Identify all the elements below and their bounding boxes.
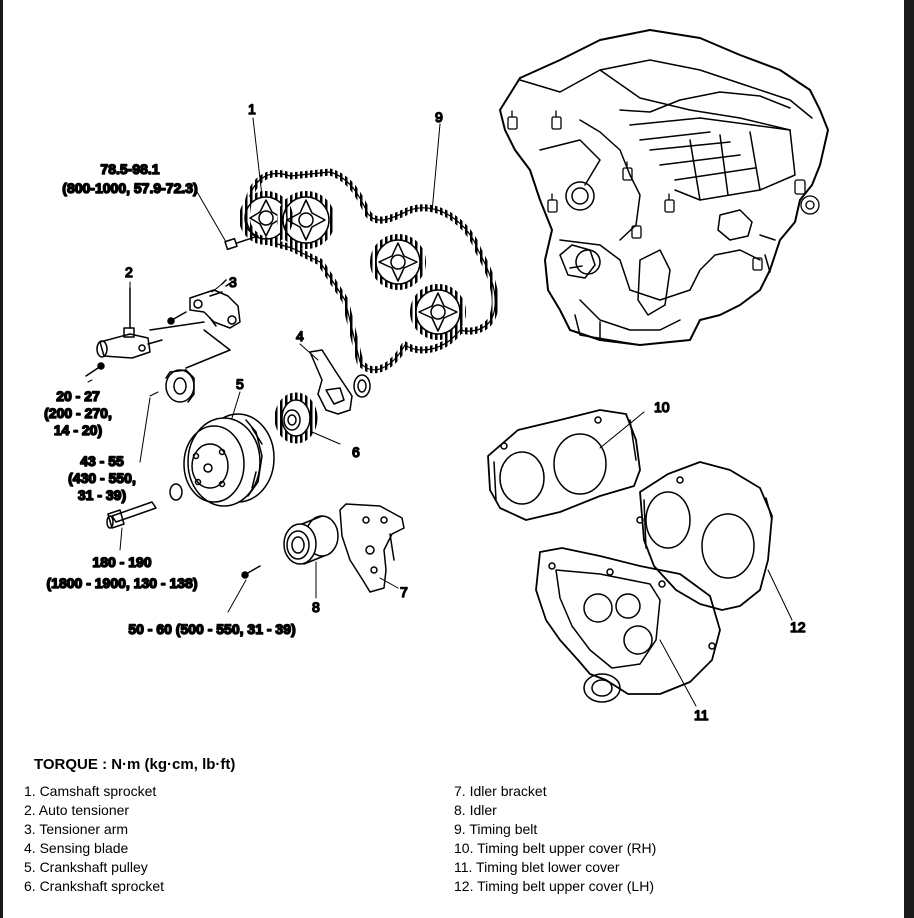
auto-tensioner: [96, 287, 163, 359]
camshaft-sprocket-2: [277, 191, 335, 249]
svg-text:31 - 39): 31 - 39): [78, 487, 126, 503]
callout-6: 6: [352, 444, 360, 460]
callout-7: 7: [400, 584, 408, 600]
svg-text:(200 - 270,: (200 - 270,: [44, 405, 112, 421]
torque-spec-camshaft: 78.5-98.1 (800-1000, 57.9-72.3): [62, 160, 199, 197]
callout-1: 1: [248, 101, 256, 117]
torque-units-heading: TORQUE : N·m (kg·cm, lb·ft): [34, 756, 236, 773]
legend-item-4: 4. Sensing blade: [24, 840, 129, 856]
svg-text:(1800 - 1900, 130 - 138): (1800 - 1900, 130 - 138): [47, 575, 198, 591]
window-border-right: [904, 0, 914, 918]
idler: [283, 515, 339, 565]
legend-item-8: 8. Idler: [454, 802, 497, 818]
legend-item-5: 5. Crankshaft pulley: [24, 859, 148, 875]
timing-belt: [242, 168, 499, 374]
crankshaft-washer: [169, 483, 183, 501]
svg-text:20 - 27: 20 - 27: [56, 388, 100, 404]
torque-spec-tensioner: 20 - 27 (200 - 270, 14 - 20): [43, 387, 112, 439]
legend-item-6: 6. Crankshaft sprocket: [24, 878, 165, 894]
timing-belt-upper-cover-lh: [636, 461, 773, 611]
callout-2: 2: [125, 264, 133, 280]
legend-item-3: 3. Tensioner arm: [24, 821, 129, 837]
legend-item-9: 9. Timing belt: [454, 821, 538, 837]
leader-arm-spec: [139, 397, 151, 463]
callout-12: 12: [790, 619, 806, 635]
tensioner-arm-bolt: [167, 311, 187, 325]
torque-spec-crankshaft: 180 - 190 (1800 - 1900, 130 - 138): [46, 553, 199, 592]
parts-legend-right: 7. Idler bracket 8. Idler 9. Timing belt…: [454, 782, 656, 896]
idler-bolt: [241, 565, 261, 579]
svg-text:180 - 190: 180 - 190: [92, 554, 151, 570]
legend-item-1: 1. Camshaft sprocket: [24, 783, 157, 799]
svg-text:(430 - 550,: (430 - 550,: [68, 470, 136, 486]
callout-5: 5: [236, 376, 244, 392]
svg-text:(800-1000, 57.9-72.3): (800-1000, 57.9-72.3): [62, 180, 197, 196]
svg-text:43 - 55: 43 - 55: [80, 453, 124, 469]
callout-10: 10: [654, 399, 670, 415]
callout-11: 11: [694, 707, 709, 723]
idler-bracket: [339, 503, 405, 593]
callout-8: 8: [312, 599, 320, 615]
timing-belt-upper-cover-rh: [487, 409, 641, 521]
camshaft-bolt: [224, 235, 259, 251]
svg-text:14 - 20): 14 - 20): [54, 422, 102, 438]
window-border-left: [0, 0, 3, 918]
torque-spec-idler: 50 - 60 (500 - 550, 31 - 39): [128, 620, 297, 638]
camshaft-sprocket-3: [370, 234, 426, 290]
leader-camshaft-spec: [195, 189, 227, 243]
legend-item-12: 12. Timing belt upper cover (LH): [454, 878, 654, 894]
legend-item-10: 10. Timing belt upper cover (RH): [454, 840, 657, 856]
crankshaft-sprocket: [274, 392, 318, 444]
tensioner-pulley: [165, 369, 195, 403]
parts-legend-left: 1. Camshaft sprocket 2. Auto tensioner 3…: [24, 782, 164, 896]
tensioner-arm: [189, 279, 241, 329]
legend-item-11: 11. Timing blet lower cover: [454, 859, 620, 875]
sensing-blade: [309, 349, 371, 415]
callout-4: 4: [296, 328, 304, 344]
leader-arm-bolt: [149, 391, 159, 397]
crankshaft-bolt: [106, 501, 157, 529]
leader-lines: [87, 117, 793, 707]
tensioner-bolt: [85, 362, 105, 377]
torque-spec-tensioner-arm: 43 - 55 (430 - 550, 31 - 39): [67, 452, 136, 504]
engine-block: [499, 29, 829, 346]
crankshaft-pulley: [183, 413, 275, 507]
callout-9: 9: [435, 109, 443, 125]
callout-3: 3: [229, 274, 237, 290]
legend-item-2: 2. Auto tensioner: [24, 802, 130, 818]
svg-text:50 - 60 (500 - 550, 31 - 39): 50 - 60 (500 - 550, 31 - 39): [128, 621, 295, 637]
legend-item-7: 7. Idler bracket: [454, 783, 547, 799]
timing-belt-lower-cover: [535, 547, 721, 703]
camshaft-sprocket-4: [410, 284, 466, 340]
tensioner-linkage: [149, 321, 231, 369]
svg-text:78.5-98.1: 78.5-98.1: [100, 161, 159, 177]
